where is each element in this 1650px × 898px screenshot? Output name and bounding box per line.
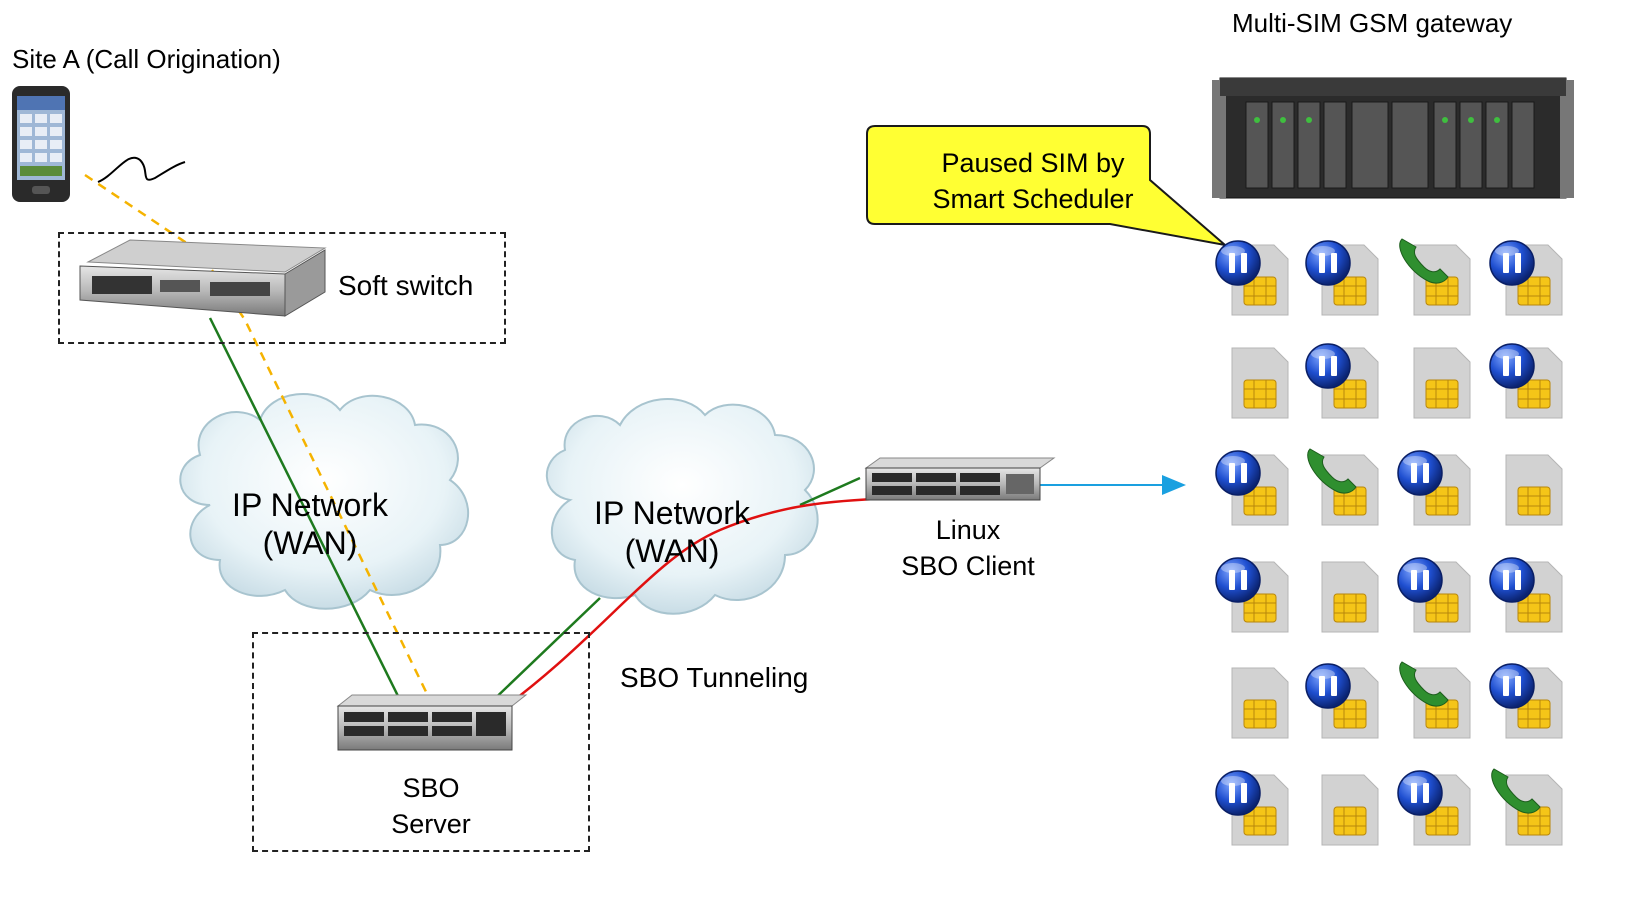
callout-bubble — [866, 125, 1229, 247]
gateway-label: Multi-SIM GSM gateway — [1232, 8, 1513, 38]
sim-card-icon — [1399, 238, 1471, 316]
sim-card-icon — [1489, 240, 1563, 316]
green-link-line — [208, 317, 402, 701]
sim-card-grid — [1215, 238, 1563, 846]
sim-chip — [1333, 699, 1367, 729]
sim-card-icon — [1215, 240, 1289, 316]
pause-icon — [1305, 663, 1351, 709]
sim-chip — [1517, 276, 1551, 306]
soft-switch-boundary — [58, 232, 506, 344]
rack-server-icon — [79, 239, 327, 317]
pause-icon — [1397, 770, 1443, 816]
sim-card-icon — [1399, 661, 1471, 739]
sim-card-icon — [1397, 770, 1471, 846]
site-a-label: Site A (Call Origination) — [12, 44, 281, 74]
cloud-icon — [179, 393, 469, 610]
sim-card-icon — [1489, 343, 1563, 419]
linux-client-label: Linux SBO Client — [868, 512, 1068, 584]
sim-chip — [1517, 486, 1551, 516]
phone-handset-icon — [1491, 768, 1541, 814]
sim-chip — [1333, 379, 1367, 409]
sim-card-icon — [1231, 667, 1289, 739]
ip-network-label: IP Network (WAN) — [210, 486, 410, 562]
pause-icon — [1489, 663, 1535, 709]
pause-icon — [1215, 240, 1261, 286]
sim-card-icon — [1413, 347, 1471, 419]
sim-chip — [1333, 806, 1367, 836]
ip-network-subtitle: (WAN) — [624, 533, 720, 569]
cloud-icon — [545, 398, 819, 615]
sim-card-icon — [1215, 770, 1289, 846]
pause-icon — [1215, 557, 1261, 603]
green-link-line — [799, 476, 861, 507]
wireless-signal-icon — [97, 156, 186, 183]
sbo-server-label: SBO Server — [331, 770, 531, 842]
pause-icon — [1397, 557, 1443, 603]
pause-icon — [1305, 240, 1351, 286]
pause-icon — [1489, 557, 1535, 603]
sim-chip — [1243, 699, 1277, 729]
sim-chip — [1243, 806, 1277, 836]
sim-card-icon — [1397, 450, 1471, 526]
sim-card-icon — [1489, 663, 1563, 739]
sim-card-icon — [1321, 561, 1379, 633]
sim-chip — [1425, 486, 1459, 516]
ip-network-label: IP Network (WAN) — [572, 494, 772, 570]
sim-chip — [1517, 699, 1551, 729]
sim-card-icon — [1231, 347, 1289, 419]
sim-card-icon — [1491, 768, 1563, 846]
sim-card-icon — [1321, 774, 1379, 846]
sim-card-icon — [1215, 450, 1289, 526]
sim-card-icon — [1215, 557, 1289, 633]
sim-chip — [1243, 593, 1277, 623]
pause-icon — [1215, 770, 1261, 816]
callout-line2: Smart Scheduler — [932, 184, 1134, 214]
phone-handset-icon — [1399, 238, 1449, 284]
pause-icon — [1489, 240, 1535, 286]
sim-chip — [1243, 379, 1277, 409]
mobile-phone-icon — [12, 86, 70, 202]
sbo-tunnel-line — [489, 496, 901, 720]
sim-card-icon — [1307, 448, 1379, 526]
soft-switch-label: Soft switch — [338, 270, 474, 301]
linux-client-line1: Linux — [935, 515, 1001, 545]
gsm-gateway-icon — [1212, 77, 1574, 199]
sbo-server-boundary — [252, 632, 590, 852]
sim-chip — [1333, 593, 1367, 623]
ip-network-title: IP Network — [232, 487, 388, 523]
sbo-tunneling-label: SBO Tunneling — [620, 662, 809, 693]
sim-card-icon — [1305, 240, 1379, 316]
sim-chip — [1517, 379, 1551, 409]
rack-server-icon — [864, 457, 1056, 501]
callout-line1: Paused SIM by — [941, 148, 1125, 178]
sbo-server-line2: Server — [391, 809, 471, 839]
sim-card-icon — [1489, 557, 1563, 633]
rack-server-icon — [336, 694, 528, 751]
ip-network-title: IP Network — [594, 495, 750, 531]
sim-card-icon — [1505, 454, 1563, 526]
sim-card-icon — [1305, 343, 1379, 419]
phone-handset-icon — [1399, 661, 1449, 707]
sim-card-icon — [1305, 663, 1379, 739]
callout-text-box: Paused SIM by Smart Scheduler — [915, 126, 1155, 236]
pause-icon — [1215, 450, 1261, 496]
sim-chip — [1243, 486, 1277, 516]
sim-chip — [1425, 593, 1459, 623]
phone-handset-icon — [1307, 448, 1357, 494]
sim-chip — [1425, 806, 1459, 836]
sbo-server-line1: SBO — [402, 773, 460, 803]
green-link-line — [484, 597, 601, 709]
ip-network-subtitle: (WAN) — [262, 525, 358, 561]
sim-chip — [1517, 593, 1551, 623]
pause-icon — [1397, 450, 1443, 496]
sim-card-icon — [1397, 557, 1471, 633]
linux-client-line2: SBO Client — [901, 551, 1035, 581]
pause-icon — [1489, 343, 1535, 389]
sim-chip — [1425, 379, 1459, 409]
sim-chip — [1243, 276, 1277, 306]
sim-chip — [1333, 276, 1367, 306]
pause-icon — [1305, 343, 1351, 389]
sim-chip — [1425, 699, 1459, 729]
